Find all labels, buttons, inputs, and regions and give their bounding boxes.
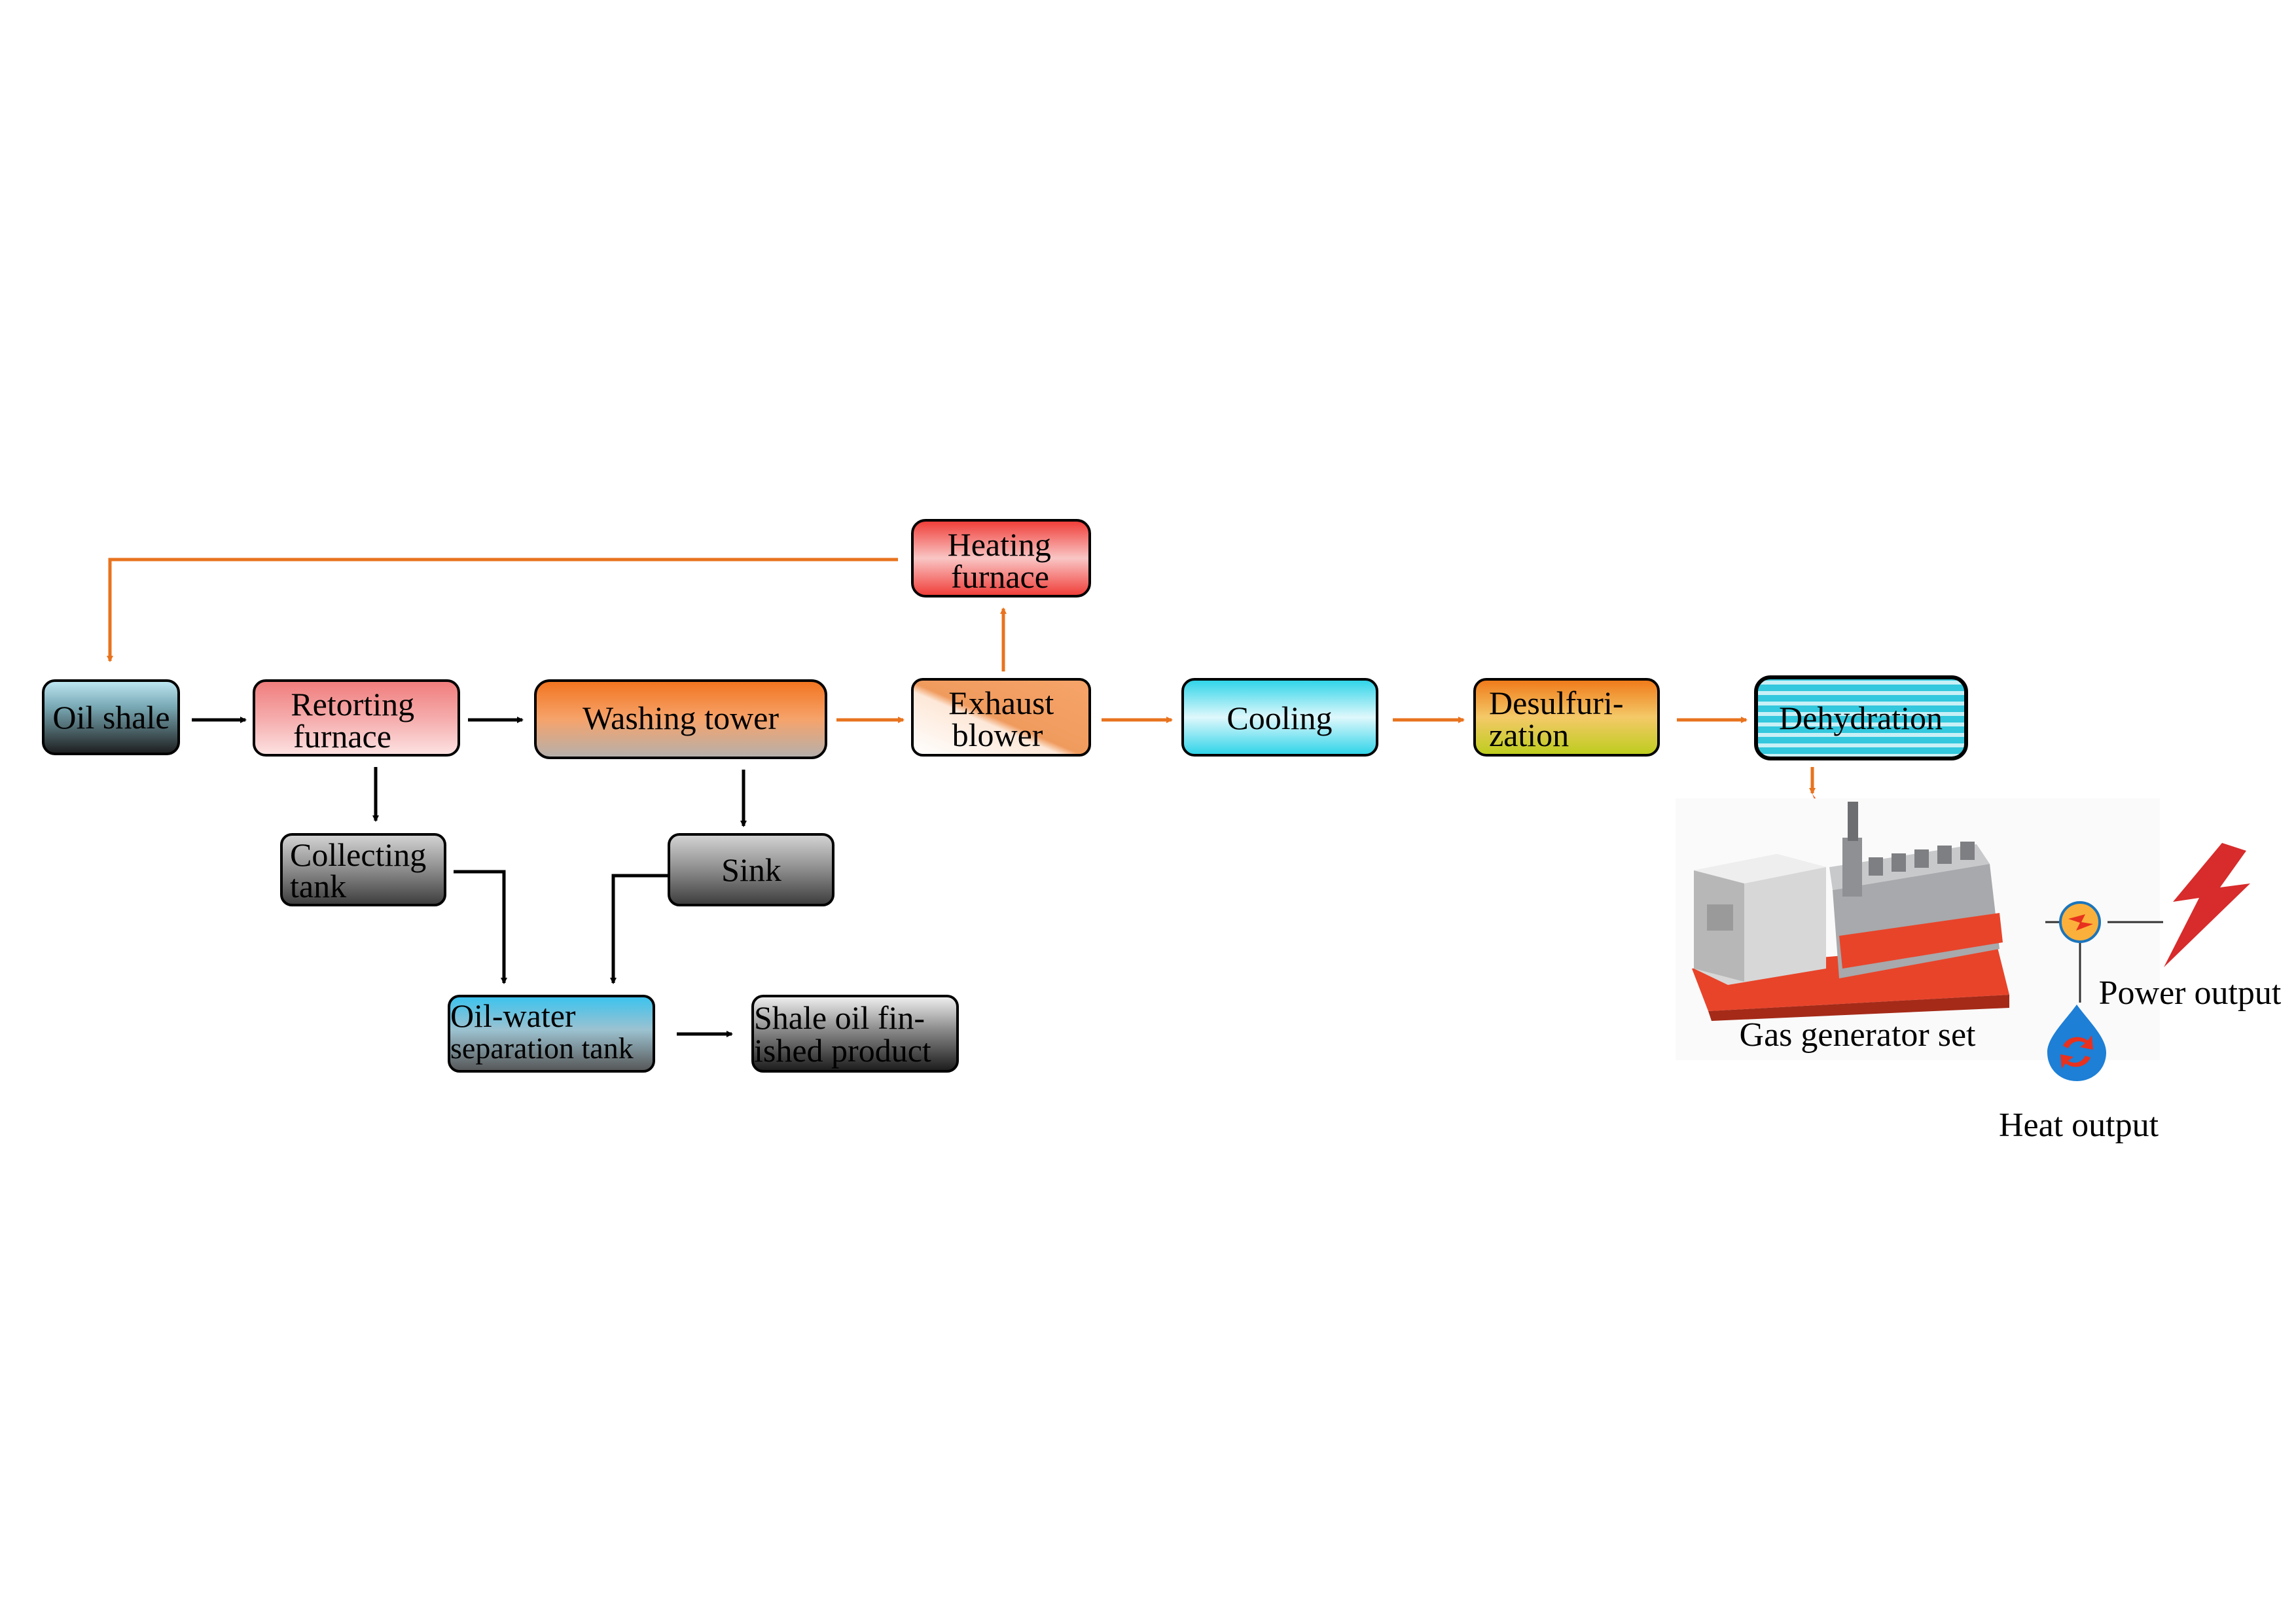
power-output-label: Power output xyxy=(2099,974,2282,1012)
node-retorting-furnace: Retorting furnace xyxy=(253,679,460,757)
svg-text:Retorting furnace: Retorting furnace xyxy=(291,686,422,755)
node-heating-furnace: Heating furnace xyxy=(911,519,1091,597)
node-label: Washing tower xyxy=(583,700,779,736)
node-label-line-2: furnace xyxy=(951,558,1049,595)
arrow-heating-to-oil-shale xyxy=(107,558,898,662)
svg-text:Oil-water separation tan: Oil-water separation tank xyxy=(450,997,634,1065)
node-label-line-1: Shale oil fin- xyxy=(754,999,925,1036)
node-label-line-1: Exhaust xyxy=(948,685,1054,721)
svg-text:Desulfuri- zation: Desulfuri- zation xyxy=(1489,685,1632,753)
node-oil-water-separation-tank: Oil-water separation tank xyxy=(448,995,655,1073)
svg-text:Washing tower: Washing tower xyxy=(583,700,779,736)
node-label-line-2: furnace xyxy=(293,718,391,755)
node-label-line-1: Retorting xyxy=(291,686,414,722)
node-desulfurization: Desulfuri- zation xyxy=(1473,678,1660,757)
node-washing-tower: Washing tower xyxy=(534,679,827,759)
heat-drop-icon xyxy=(2047,1005,2106,1081)
node-collecting-tank: Collecting tank xyxy=(280,833,446,906)
svg-text:Oil shale: Oil shale xyxy=(52,699,170,736)
svg-text:Exhaust blower: Exhaust blower xyxy=(948,685,1062,753)
svg-text:Power output: Power output xyxy=(2099,974,2282,1012)
connectors xyxy=(107,558,1816,1037)
node-label-line-1: Collecting xyxy=(290,836,426,873)
node-shale-oil-finished-product: Shale oil fin- ished product xyxy=(751,995,959,1073)
svg-text:Collecting tank: Collecting tank xyxy=(290,836,435,904)
node-sink: Sink xyxy=(668,833,834,906)
node-label-line-1: Oil-water xyxy=(450,997,576,1034)
arrow-collecting-to-separation xyxy=(454,870,507,984)
node-label: Oil shale xyxy=(52,699,170,736)
heat-output-label: Heat output xyxy=(1999,1107,2159,1144)
node-label-line-2: zation xyxy=(1489,717,1569,753)
lightning-bolt-icon xyxy=(2164,843,2250,967)
power-converter-icon xyxy=(2059,901,2101,943)
node-label-line-1: Desulfuri- xyxy=(1489,685,1624,721)
node-label-line-2: blower xyxy=(952,717,1043,753)
gas-generator-set-label: Gas generator set xyxy=(1740,1016,1977,1054)
arrow-sink-to-separation xyxy=(610,874,669,984)
node-cooling: Cooling xyxy=(1181,678,1378,757)
node-label-line-2: separation tank xyxy=(450,1031,634,1065)
node-dehydration: Dehydration xyxy=(1754,675,1968,760)
node-label-line-2: tank xyxy=(290,868,346,904)
node-label: Dehydration xyxy=(1779,700,1943,736)
node-oil-shale: Oil shale xyxy=(42,679,180,755)
svg-text:Sink: Sink xyxy=(721,851,781,888)
svg-text:Gas generator set: Gas generator set xyxy=(1740,1016,1977,1054)
svg-text:Heating furnace: Heating furnace xyxy=(948,526,1060,595)
node-label: Sink xyxy=(721,851,781,888)
svg-text:Heat output: Heat output xyxy=(1999,1107,2159,1144)
node-label: Cooling xyxy=(1227,700,1332,736)
svg-text:Cooling: Cooling xyxy=(1227,700,1332,736)
svg-text:Dehydration: Dehydration xyxy=(1779,700,1943,736)
svg-text:Shale oil fin- ished pro: Shale oil fin- ished product xyxy=(754,999,933,1069)
node-exhaust-blower: Exhaust blower xyxy=(911,678,1091,757)
node-label-line-2: ished product xyxy=(754,1032,931,1069)
node-label-line-1: Heating xyxy=(948,526,1051,563)
